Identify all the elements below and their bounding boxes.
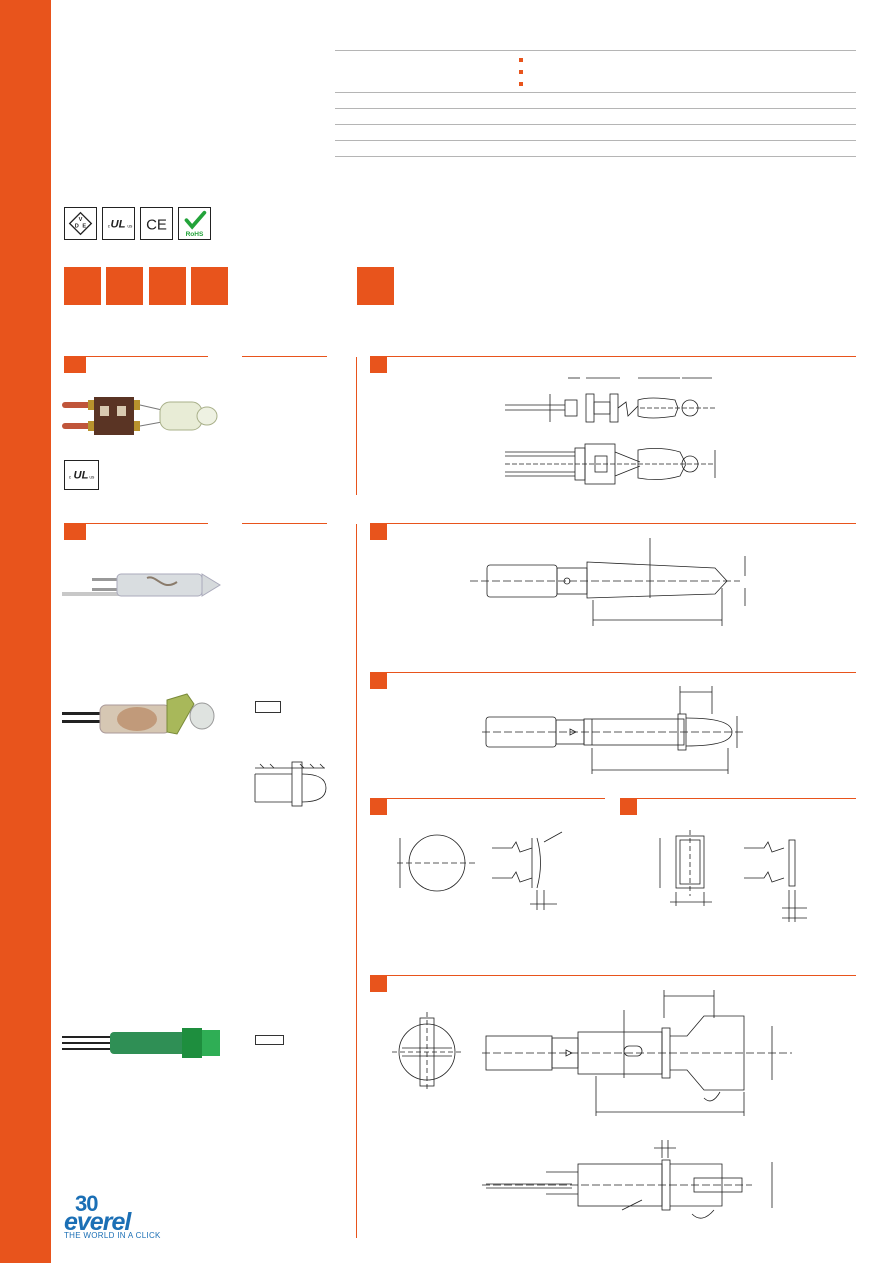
neon-lamp-lens-photo — [62, 688, 222, 748]
spec-bullet — [519, 58, 523, 62]
rectangular-lens-drawing — [652, 830, 822, 930]
neon-lamp-with-lens-drawing — [482, 684, 762, 774]
svg-text:E: E — [82, 224, 86, 230]
category-tab[interactable] — [191, 267, 228, 305]
svg-text:c: c — [108, 224, 111, 229]
logo-wordmark: everel — [64, 1208, 131, 1236]
section-rule — [370, 798, 605, 799]
category-tab[interactable] — [64, 267, 101, 305]
neon-lamp-photo — [62, 570, 222, 602]
svg-text:UL: UL — [111, 219, 126, 231]
svg-text:UL: UL — [74, 470, 89, 482]
spec-table-rule — [335, 156, 856, 157]
rohs-check-icon: RoHS — [178, 207, 211, 240]
section-rule — [64, 523, 208, 524]
section-marker — [64, 356, 86, 373]
color-swatch — [255, 701, 281, 713]
ce-mark-icon: CE — [140, 207, 173, 240]
column-divider — [356, 357, 357, 495]
section-rule — [64, 356, 208, 357]
section-rule — [370, 975, 856, 976]
section-marker — [64, 523, 86, 540]
color-swatch — [255, 1035, 284, 1045]
ul-listed-icon: c UL us — [64, 460, 99, 490]
spec-table-rule — [335, 124, 856, 125]
column-divider — [356, 524, 357, 1238]
category-tab[interactable] — [149, 267, 186, 305]
section-marker — [370, 975, 387, 992]
brand-sidebar — [0, 0, 51, 1263]
vde-mark-icon: V D E — [64, 207, 97, 240]
svg-text:us: us — [89, 475, 95, 480]
section-rule — [242, 523, 327, 524]
logo-anniversary-number: 30 — [75, 1191, 99, 1216]
panel-mount-section — [250, 758, 330, 808]
svg-text:RoHS: RoHS — [186, 231, 204, 238]
svg-text:us: us — [127, 224, 133, 229]
spec-table-rule — [335, 140, 856, 141]
ul-listed-icon: c UL us — [102, 207, 135, 240]
section-marker — [620, 798, 637, 815]
lamp-holder-photo — [62, 392, 222, 442]
section-marker — [370, 798, 387, 815]
round-lens-drawing — [392, 830, 572, 915]
square-cap-top-drawing — [482, 1138, 802, 1238]
spec-table-rule — [335, 108, 856, 109]
section-rule — [370, 523, 856, 524]
svg-text:V: V — [79, 217, 83, 223]
spec-bullet — [519, 70, 523, 74]
lamp-holder-drawing — [500, 372, 730, 487]
section-rule — [370, 356, 856, 357]
svg-text:c: c — [69, 475, 72, 480]
section-rule — [620, 798, 856, 799]
spec-bullet — [519, 82, 523, 86]
category-tab[interactable] — [106, 267, 143, 305]
drawing-tab[interactable] — [357, 267, 394, 305]
green-lamp-photo — [62, 1026, 222, 1062]
svg-text:D: D — [75, 224, 79, 230]
section-rule — [370, 672, 856, 673]
logo-tagline: THE WORLD IN A CLICK — [64, 1231, 161, 1240]
square-cap-side-drawing — [482, 988, 802, 1123]
square-cap-front-drawing — [392, 1012, 472, 1092]
spec-table-rule — [335, 50, 856, 51]
section-rule — [242, 356, 327, 357]
svg-text:CE: CE — [146, 217, 167, 234]
spec-table-rule — [335, 92, 856, 93]
section-marker — [370, 523, 387, 540]
section-marker — [370, 356, 387, 373]
section-marker — [370, 672, 387, 689]
neon-lamp-pointed-drawing — [465, 538, 765, 633]
